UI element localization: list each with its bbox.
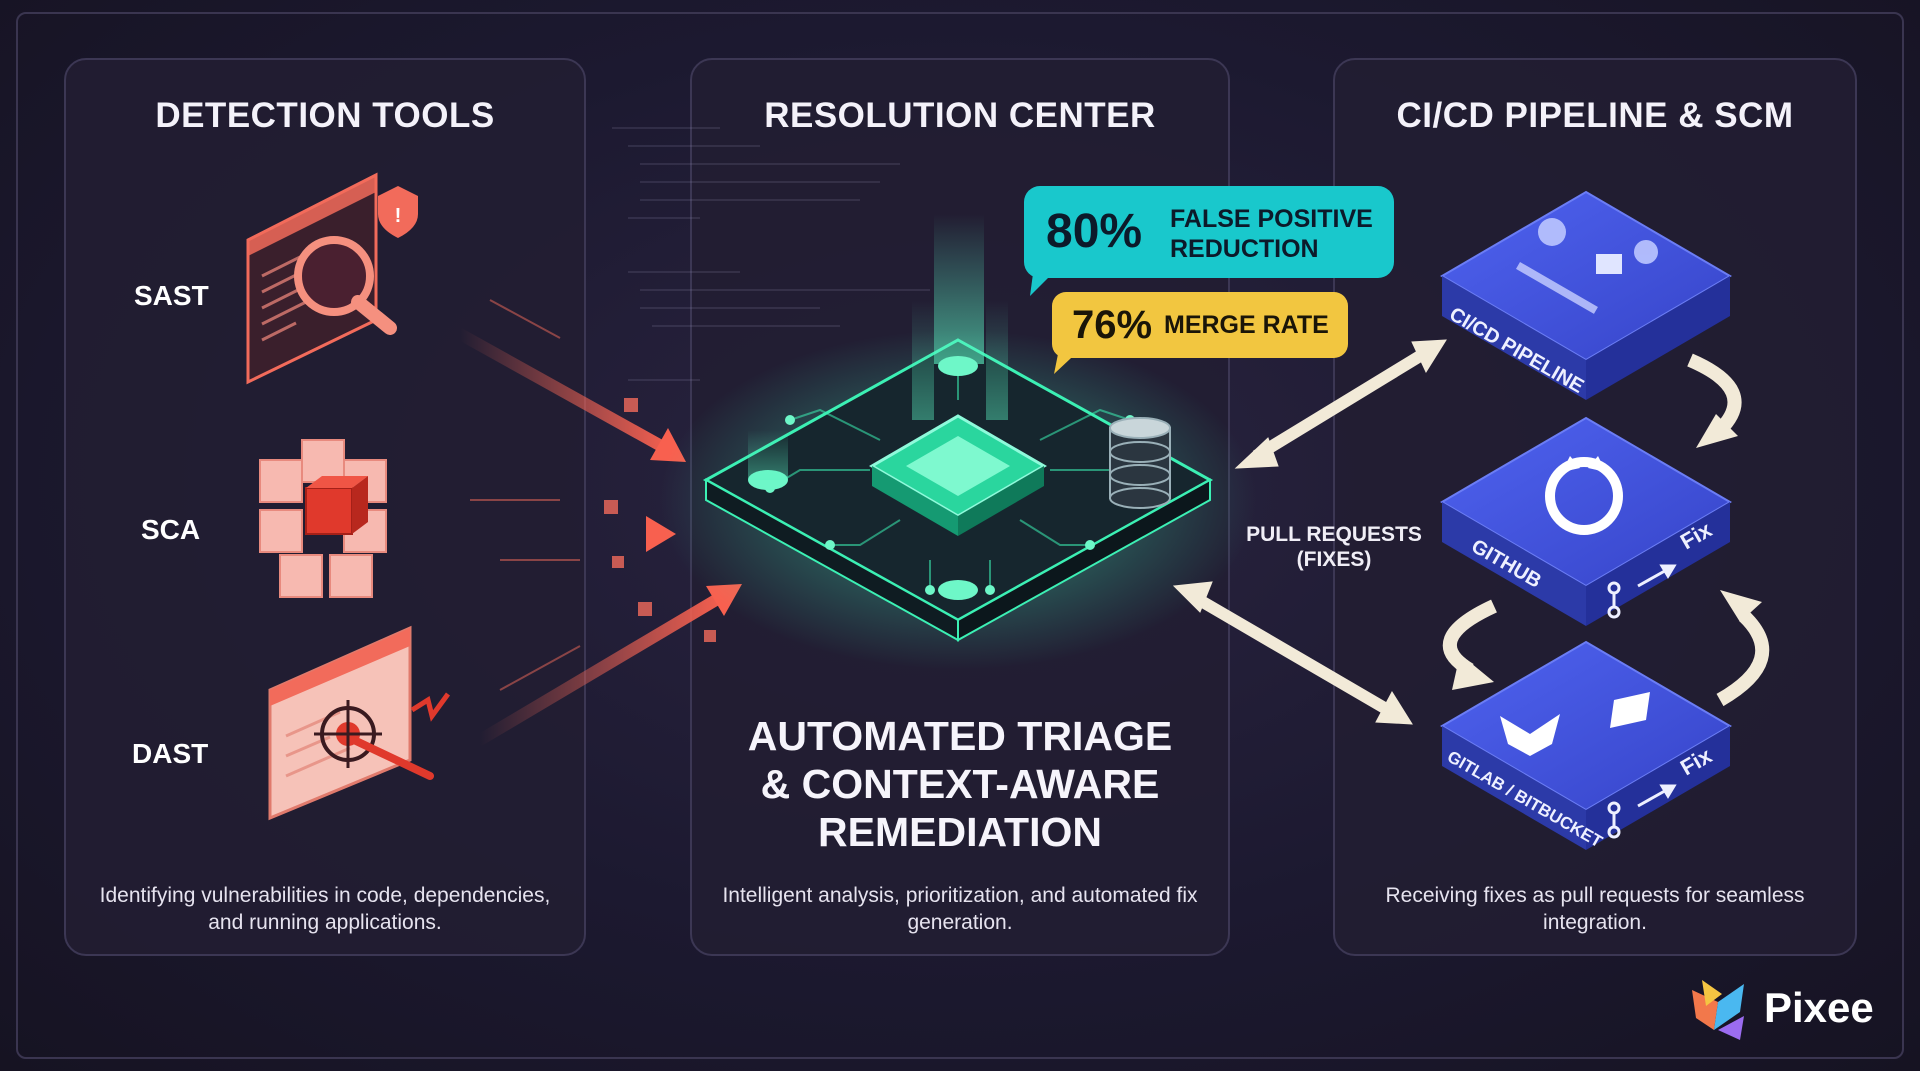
merge-rate-stat-badge: 76% MERGE RATE — [1052, 292, 1348, 358]
tool-label-sca: SCA — [141, 514, 200, 546]
pull-requests-label-line-2: (FIXES) — [1236, 547, 1432, 572]
tool-label-sast: SAST — [134, 280, 209, 312]
headline-line-2: & CONTEXT-AWARE — [700, 760, 1220, 808]
resolution-headline: AUTOMATED TRIAGE & CONTEXT-AWARE REMEDIA… — [700, 712, 1220, 856]
ai-chip-platform — [658, 214, 1258, 670]
false-positive-label-line-1: FALSE POSITIVE — [1170, 204, 1385, 234]
github-tile: GITHUB Fix — [1442, 418, 1730, 626]
pull-requests-label-line-1: PULL REQUESTS — [1236, 522, 1432, 547]
pull-requests-label: PULL REQUESTS (FIXES) — [1236, 522, 1432, 572]
cicd-pipeline-title: CI/CD PIPELINE & SCM — [1333, 96, 1857, 136]
false-positive-label: FALSE POSITIVE REDUCTION — [1170, 204, 1385, 264]
false-positive-label-line-2: REDUCTION — [1170, 234, 1385, 264]
cicd-description: Receiving fixes as pull requests for sea… — [1360, 882, 1830, 936]
cicd-pipeline-tile: CI/CD PIPELINE — [1442, 192, 1730, 400]
resolution-center-title: RESOLUTION CENTER — [690, 96, 1230, 136]
merge-rate-value: 76% — [1072, 303, 1152, 348]
resolution-description: Intelligent analysis, prioritization, an… — [720, 882, 1200, 936]
sast-code-window-icon: ! — [248, 175, 418, 382]
merge-rate-label: MERGE RATE — [1164, 311, 1329, 340]
flow-arrowhead-3 — [1720, 590, 1762, 622]
gitlab-bitbucket-tile: GITLAB / BITBUCKET Fix — [1442, 642, 1730, 852]
headline-line-3: REMEDIATION — [700, 808, 1220, 856]
headline-line-1: AUTOMATED TRIAGE — [700, 712, 1220, 760]
detection-tools-title: DETECTION TOOLS — [64, 96, 586, 136]
brand-name: Pixee — [1764, 984, 1874, 1032]
pixee-logo-icon — [1692, 980, 1744, 1040]
sca-dependency-cubes-icon — [260, 440, 386, 597]
database-cylinder — [1110, 418, 1170, 508]
false-positive-stat-badge: 80% FALSE POSITIVE REDUCTION — [1024, 186, 1394, 278]
svg-text:!: ! — [395, 205, 402, 227]
tool-label-dast: DAST — [132, 738, 208, 770]
detection-description: Identifying vulnerabilities in code, dep… — [90, 882, 560, 936]
dast-browser-target-icon — [270, 628, 448, 818]
false-positive-value: 80% — [1046, 204, 1142, 259]
